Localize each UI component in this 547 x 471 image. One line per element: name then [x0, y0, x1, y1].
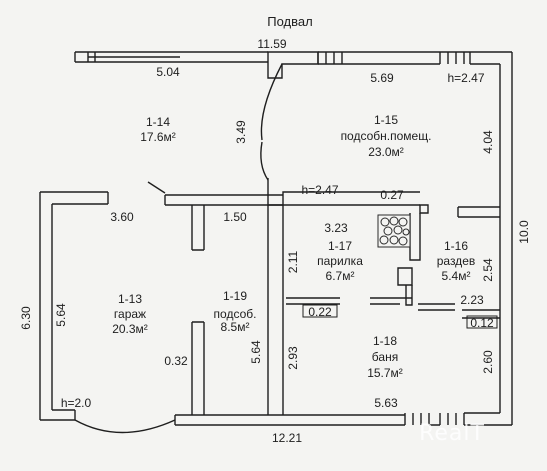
watermark-logo: RealT — [419, 421, 485, 446]
dim-podsob-top: 1.50 — [223, 210, 247, 224]
dim-razdev-right: 2.54 — [481, 258, 495, 282]
stove — [397, 267, 413, 286]
room-area: 20.3м² — [112, 322, 148, 336]
garage-top-wall — [40, 191, 109, 205]
room-id: 1-19 — [223, 289, 247, 303]
razdev-wall-lower — [405, 285, 413, 306]
dim-garage-inner: 5.64 — [54, 303, 68, 327]
room-id: 1-13 — [118, 292, 142, 306]
window-top-2 — [439, 52, 471, 64]
room-id: 1-17 — [328, 239, 352, 253]
dim-garage-height: h=2.0 — [61, 396, 92, 410]
dim-mid-027: 0.27 — [380, 188, 404, 202]
top-wall-middle — [180, 51, 268, 63]
dim-razdev-012: 0.12 — [470, 316, 494, 330]
room-name: подсобн.помещ. — [341, 129, 432, 143]
dim-banya-022: 0.22 — [308, 305, 332, 319]
right-partition-lower — [462, 309, 500, 319]
dim-top-right: 5.69 — [370, 71, 394, 85]
podsob-right-wall — [267, 205, 284, 415]
dim-podsob-left: 0.32 — [164, 354, 188, 368]
dim-banya-left: 2.93 — [286, 346, 300, 370]
door-swing-lower — [260, 141, 269, 181]
dim-razdev-bottom: 2.23 — [460, 293, 484, 307]
room-area: 8.5м² — [221, 320, 250, 334]
room-area: 6.7м² — [326, 269, 355, 283]
dim-garage-top: 3.60 — [110, 210, 134, 224]
dim-top-total: 11.59 — [257, 37, 286, 51]
door-swing-upper — [260, 63, 283, 141]
room-1-17: 1-17 парилка 6.7м² — [317, 239, 363, 283]
dimension-boxes — [302, 304, 498, 329]
dim-bottom-total: 12.21 — [272, 431, 302, 445]
window-bottom-2 — [439, 413, 465, 425]
room-id: 1-18 — [373, 334, 397, 348]
room-labels: 1-14 17.6м² 1-15 подсобн.помещ. 23.0м² 1… — [112, 113, 475, 380]
dim-left-vertical: 3.49 — [234, 120, 248, 144]
room-name: раздев — [437, 254, 476, 268]
stair-column — [267, 51, 319, 79]
dim-parilka-top: 3.23 — [324, 221, 348, 235]
room-area: 17.6м² — [140, 130, 176, 144]
bottom-wall-right — [429, 412, 512, 426]
parilka-right-wall — [409, 213, 421, 261]
dim-podsob-right: 5.64 — [249, 340, 263, 364]
mid-wall-left — [164, 194, 283, 206]
diagonal-stub — [147, 181, 166, 194]
room-id: 1-16 — [444, 239, 468, 253]
room-1-18: 1-18 баня 15.7м² — [367, 334, 403, 380]
room-name: баня — [372, 350, 398, 364]
right-wall — [499, 52, 513, 425]
garage-left-wall — [39, 192, 53, 420]
plan-title-group: Подвал — [267, 14, 312, 29]
window-bottom-1 — [404, 413, 430, 425]
dim-top-height: h=2.47 — [447, 71, 484, 85]
room-id: 1-14 — [146, 115, 170, 129]
room-area: 15.7м² — [367, 366, 403, 380]
dim-mid-height: h=2.47 — [301, 183, 338, 197]
dim-right-total: 10.0 — [517, 220, 531, 244]
top-wall-right — [318, 51, 512, 65]
room-1-14: 1-14 17.6м² — [140, 115, 176, 144]
room-id: 1-15 — [374, 113, 398, 127]
mid-wall-end — [419, 204, 429, 214]
dim-top-left: 5.04 — [156, 65, 180, 79]
room-name: подсоб. — [214, 307, 257, 321]
window-top-1 — [317, 52, 343, 64]
parilka-bottom-wall-left — [286, 297, 340, 305]
room-name: гараж — [114, 307, 146, 321]
room-name: парилка — [317, 254, 363, 268]
garage-partition — [191, 205, 205, 251]
dim-parilka-left: 2.11 — [286, 250, 300, 273]
heater-stones — [377, 214, 411, 248]
dim-left-total: 6.30 — [19, 306, 33, 330]
dim-banya-right: 2.60 — [481, 350, 495, 374]
room-1-16: 1-16 раздев 5.4м² — [437, 239, 476, 283]
room-1-13: 1-13 гараж 20.3м² — [112, 292, 148, 336]
top-wall-left — [74, 51, 180, 63]
walls — [39, 51, 513, 434]
parilka-bottom-wall-right — [370, 297, 412, 305]
bottom-wall — [174, 414, 405, 426]
room-1-15: 1-15 подсобн.помещ. 23.0м² — [341, 113, 432, 159]
dimension-labels: 11.59 5.04 5.69 h=2.47 3.49 4.04 10.0 h=… — [19, 37, 531, 445]
room-1-19: 1-19 подсоб. 8.5м² — [214, 289, 257, 334]
plan-title: Подвал — [267, 14, 312, 29]
razdev-bottom-wall — [418, 303, 455, 311]
room-area: 23.0м² — [368, 145, 404, 159]
garage-partition-lower — [191, 321, 205, 415]
dim-banya-bottom: 5.63 — [374, 396, 398, 410]
room-area: 5.4м² — [442, 269, 471, 283]
right-partition-upper — [457, 206, 500, 218]
dim-right-upper: 4.04 — [481, 130, 495, 154]
garage-gate — [74, 419, 176, 434]
garage-bottom-wall — [40, 409, 76, 421]
